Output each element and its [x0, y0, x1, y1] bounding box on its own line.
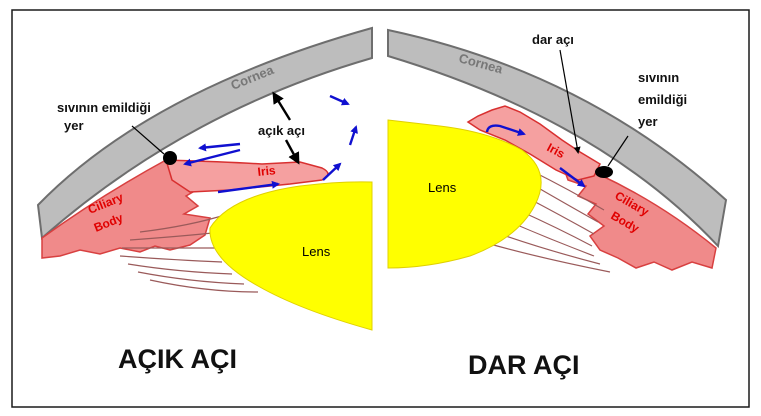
angle-arrow-up-left: [274, 94, 290, 120]
lens-left: [210, 182, 372, 330]
drainage-label-right-2: emildiği: [638, 92, 687, 107]
iris-label-left: Iris: [257, 163, 277, 179]
drainage-site-left: [163, 151, 177, 165]
drainage-label-right-3: yer: [638, 114, 658, 129]
panel-open-angle: Cornea Lens Iris Ciliary Body sıvının em…: [38, 28, 372, 374]
drainage-label-left-2: yer: [64, 118, 84, 133]
angle-label-right: dar açı: [532, 32, 574, 47]
angle-arrow-down-left: [286, 140, 298, 162]
title-narrow-angle: DAR AÇI: [468, 350, 580, 380]
panel-narrow-angle: Cornea Lens Iris Ciliary Body sıvının em…: [388, 30, 726, 380]
drainage-label-right-1: sıvının: [638, 70, 679, 85]
title-open-angle: AÇIK AÇI: [118, 344, 237, 374]
lens-label-left: Lens: [302, 244, 331, 259]
lens-label-right: Lens: [428, 180, 457, 195]
drainage-site-right: [595, 166, 613, 178]
angle-label-left: açık açı: [258, 123, 305, 138]
drainage-label-left-1: sıvının emildiği: [57, 100, 151, 115]
